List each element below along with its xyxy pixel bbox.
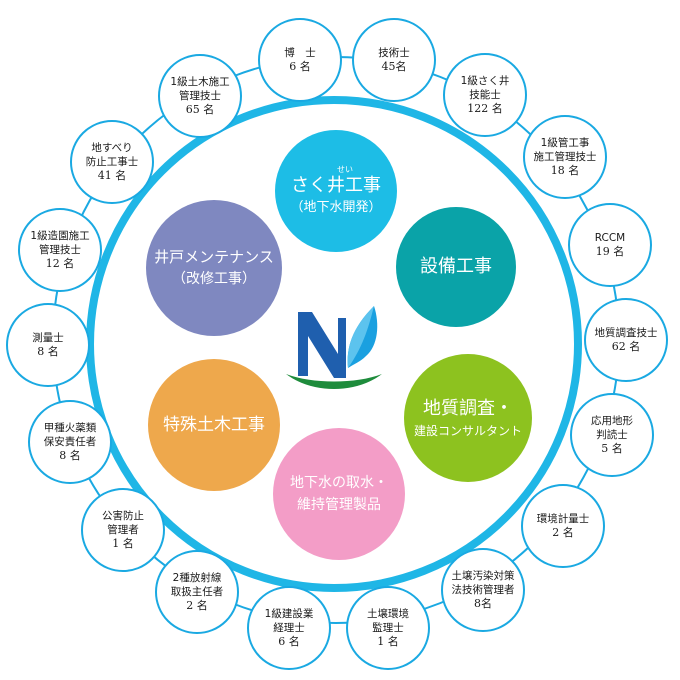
service-civil: 特殊土木工事 [148, 359, 280, 491]
qualification-name: 2種放射線 [172, 572, 222, 584]
service-equipment-title: 設備工事 [420, 256, 492, 277]
qualification-name-line2: 施工管理技士 [533, 151, 597, 163]
qualification-name: 公害防止 [102, 510, 144, 522]
service-maintenance-title: 井戸メンテナンス [154, 248, 274, 266]
service-drilling-title: さく井工事 [291, 174, 381, 196]
qualification-name: 1級土木施工 [170, 76, 230, 88]
qualification-count: 6 名 [278, 635, 300, 648]
qualification-name: 博 士 [284, 47, 316, 59]
service-products: 地下水の取水・ 維持管理製品 [273, 428, 405, 560]
qualification-badge: 応用地形 判読士 5 名 [570, 393, 654, 477]
qualification-name-line2: 防止工事士 [85, 156, 139, 168]
qualification-name-line2: 管理者 [107, 524, 139, 536]
qualification-badge: 博 士 6 名 [258, 18, 342, 102]
qualification-badge: 1級造園施工 管理技士 12 名 [18, 208, 102, 292]
qualification-badge: 2種放射線 取扱主任者 2 名 [155, 550, 239, 634]
qualification-badge: 測量士 8 名 [6, 303, 90, 387]
qualification-name: 1級造園施工 [30, 230, 90, 242]
qualification-name-line2: 経理士 [273, 622, 305, 634]
qualification-name: 地質調査技士 [594, 327, 658, 339]
qualification-badge: 1級建設業 経理士 6 名 [247, 586, 331, 670]
qualification-count: 8 名 [59, 449, 81, 462]
qualification-badge: 甲種火薬類 保安責任者 8 名 [28, 400, 112, 484]
qualification-badge: 技術士 45名 [352, 18, 436, 102]
qualification-count: 8名 [474, 597, 492, 610]
qualification-count: 65 名 [185, 103, 215, 116]
service-geology-title: 地質調査・ [423, 398, 513, 419]
service-drilling: せい さく井工事 （地下水開発） [275, 130, 397, 252]
qualification-name: 測量士 [32, 332, 64, 344]
qualification-name: 1級さく井 [460, 75, 510, 87]
qualification-name-line2: 管理技士 [39, 244, 81, 256]
qualification-count: 41 名 [97, 169, 127, 182]
service-drilling-subtitle: （地下水開発） [290, 199, 382, 215]
qualification-count: 19 名 [595, 245, 625, 258]
qualification-count: 1 名 [112, 537, 134, 550]
qualification-badge: 土壌環境 監理士 1 名 [346, 586, 430, 670]
qualification-count: 122 名 [467, 102, 503, 115]
service-civil-title: 特殊土木工事 [163, 415, 265, 435]
qualification-name-line2: 保安責任者 [43, 436, 97, 448]
qualification-count: 18 名 [550, 164, 580, 177]
service-equipment: 設備工事 [396, 207, 516, 327]
qualification-count: 62 名 [611, 340, 641, 353]
qualification-badge: RCCM 19 名 [568, 203, 652, 287]
qualification-name-line2: 取扱主任者 [170, 586, 224, 598]
qualification-badge: 公害防止 管理者 1 名 [81, 488, 165, 572]
qualification-name-line2: 判読士 [596, 429, 628, 441]
qualification-name-line2: 技能士 [469, 89, 501, 101]
qualification-badge: 環境計量士 2 名 [521, 484, 605, 568]
qualification-name-line2: 法技術管理者 [451, 584, 515, 596]
qualification-name-line2: 監理士 [372, 622, 404, 634]
qualification-name: 土壌汚染対策 [451, 570, 515, 582]
qualification-badge: 地質調査技士 62 名 [584, 298, 668, 382]
qualification-badge: 1級管工事 施工管理技士 18 名 [523, 115, 607, 199]
qualification-name: 環境計量士 [536, 513, 590, 525]
qualification-name: 甲種火薬類 [43, 422, 97, 434]
service-maintenance-subtitle: （改修工事） [172, 271, 256, 287]
qualification-name: 1級管工事 [540, 137, 590, 149]
qualification-badge: 1級土木施工 管理技士 65 名 [158, 54, 242, 138]
company-logo [286, 306, 382, 389]
qualification-badge: 地すべり 防止工事士 41 名 [70, 120, 154, 204]
qualification-name: 地すべり [91, 142, 133, 154]
qualification-name: 1級建設業 [264, 608, 314, 620]
qualification-badge: 土壌汚染対策 法技術管理者 8名 [441, 548, 525, 632]
qualification-name-line2: 管理技士 [179, 90, 221, 102]
qualification-name: RCCM [594, 232, 626, 244]
service-products-title: 地下水の取水・ [290, 475, 388, 491]
service-maintenance: 井戸メンテナンス （改修工事） [146, 200, 282, 336]
qualification-count: 8 名 [37, 345, 59, 358]
qualification-count: 6 名 [289, 60, 311, 73]
qualification-count: 1 名 [377, 635, 399, 648]
qualification-name: 技術士 [378, 47, 410, 59]
qualification-count: 2 名 [186, 599, 208, 612]
qualification-count: 45名 [381, 60, 407, 73]
qualification-name: 応用地形 [591, 415, 633, 427]
qualification-badge: 1級さく井 技能士 122 名 [443, 53, 527, 137]
qualification-count: 12 名 [45, 257, 75, 270]
service-geology: 地質調査・ 建設コンサルタント [404, 354, 532, 482]
qualification-count: 2 名 [552, 526, 574, 539]
qualification-name: 土壌環境 [367, 608, 409, 620]
service-drilling-ruby: せい [337, 164, 353, 174]
service-products-subtitle: 維持管理製品 [297, 497, 381, 513]
service-geology-subtitle: 建設コンサルタント [413, 424, 522, 438]
qualification-count: 5 名 [601, 442, 623, 455]
